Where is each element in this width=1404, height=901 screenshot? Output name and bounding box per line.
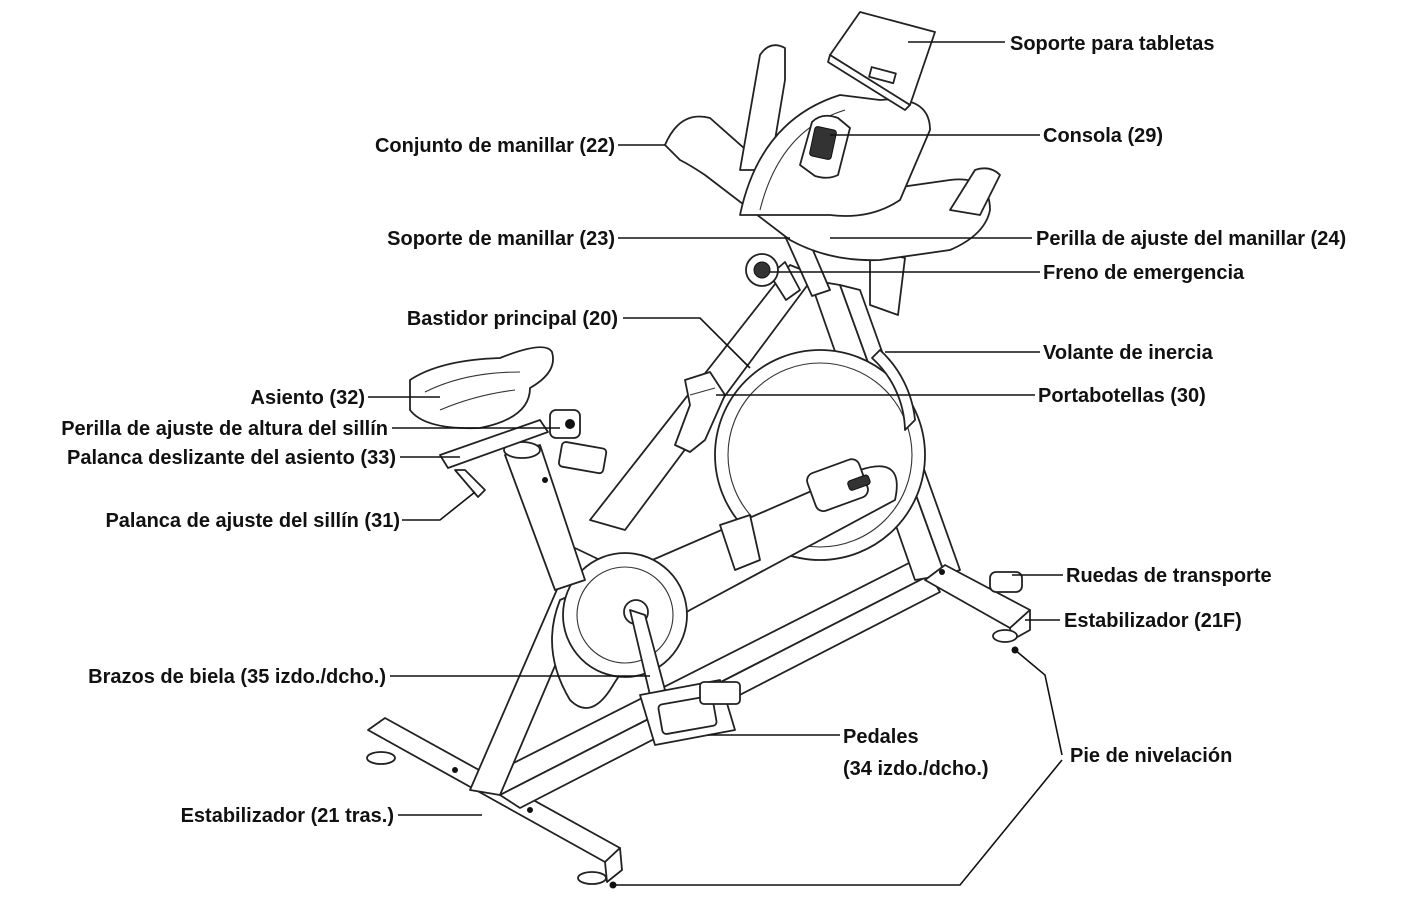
bottle-holder-part (674, 371, 726, 453)
label-handlebar-assembly: Conjunto de manillar (22) (375, 135, 615, 157)
label-handlebar-support: Soporte de manillar (23) (387, 228, 615, 250)
crank-pedal-part (629, 609, 741, 746)
label-front-stabilizer: Estabilizador (21F) (1064, 610, 1242, 632)
label-flywheel: Volante de inercia (1043, 342, 1214, 364)
label-leveling-foot: Pie de nivelación (1070, 745, 1232, 767)
label-console: Consola (29) (1043, 125, 1163, 147)
label-pedals-line1: Pedales (843, 726, 919, 748)
label-seat-adjust-lever: Palanca de ajuste del sillín (31) (105, 510, 400, 532)
bike-illustration (366, 11, 1031, 885)
front-stabilizer-part (924, 564, 1031, 643)
label-transport-wheels: Ruedas de transporte (1066, 565, 1272, 587)
label-main-frame: Bastidor principal (20) (407, 308, 618, 330)
label-seat-height-knob: Perilla de ajuste de altura del sillín (61, 418, 388, 440)
tablet-holder-part (827, 11, 936, 111)
label-crank-arms: Brazos de biela (35 izdo./dcho.) (88, 666, 386, 688)
label-seat-slide-lever: Palanca deslizante del asiento (33) (67, 447, 396, 469)
label-emergency-brake: Freno de emergencia (1043, 262, 1245, 284)
console-part (799, 114, 851, 179)
label-rear-stabilizer: Estabilizador (21 tras.) (181, 805, 394, 827)
label-handlebar-knob: Perilla de ajuste del manillar (24) (1036, 228, 1346, 250)
leader-lines (368, 41, 1063, 889)
label-pedals-line2: (34 izdo./dcho.) (843, 758, 989, 780)
label-tablet-holder: Soporte para tabletas (1010, 33, 1215, 55)
label-bottle-holder: Portabotellas (30) (1038, 385, 1206, 407)
label-seat: Asiento (32) (251, 387, 365, 409)
seat-post-part (409, 346, 608, 591)
